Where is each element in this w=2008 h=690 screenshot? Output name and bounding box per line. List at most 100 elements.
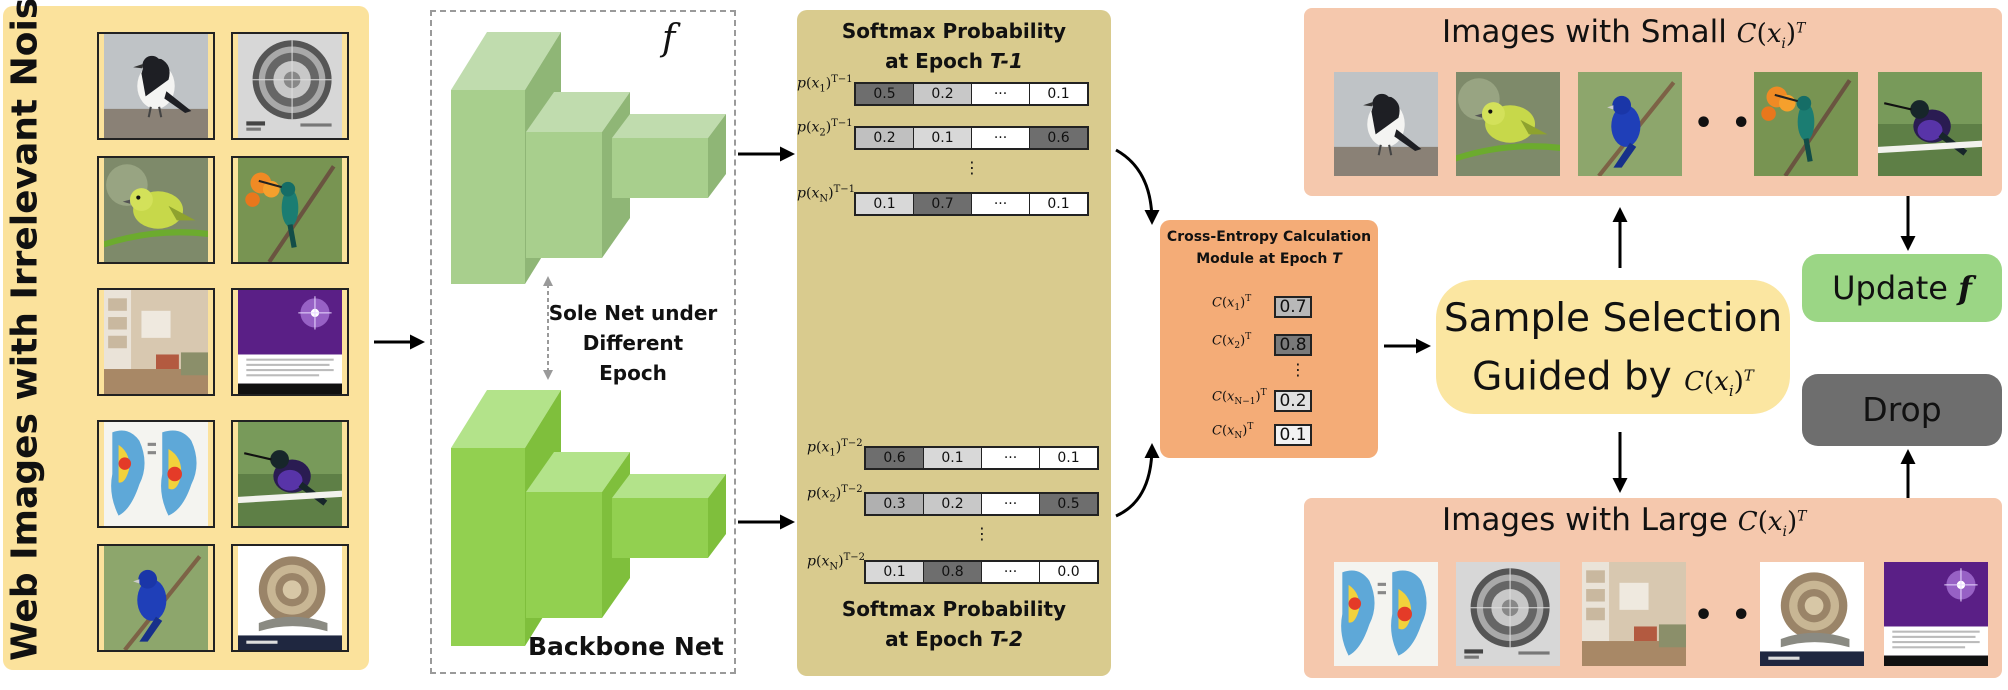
math-c: C [1737,507,1758,537]
softmax-bottom-epoch: T-2 [989,627,1023,651]
softmax-top-epoch-prefix: at Epoch [885,49,990,73]
cross-entropy-panel [1160,220,1378,458]
backbone-net-diagram [451,32,726,646]
backbone-net-label: Backbone Net [528,632,724,661]
small-loss-math: C(xi)T [1736,19,1806,53]
softmax-bottom-title: Softmax Probability at Epoch T-2 [797,594,1111,654]
prob-sub: 2 [829,493,836,505]
prob-cell: 0.2 [914,84,972,104]
small-thumb-4 [1750,72,1862,176]
prob-sub: 2 [819,127,826,139]
prob-cell: 0.1 [1040,448,1097,468]
softmax-top-title-line1: Softmax Probability [841,19,1067,43]
math-x: x [1766,19,1782,49]
sole-net-line2: Different Epoch [582,331,684,385]
ce-label: C(x2)T [1212,332,1252,351]
softmax-panel: Softmax Probability at Epoch T-1 p(x1)T−… [797,10,1111,676]
prob-label: p(xN)T−1 [797,184,855,205]
vertical-ellipsis: ⋮ [1290,360,1306,379]
prob-cell: 0.5 [1040,494,1097,514]
prob-cell: ··· [972,128,1030,148]
ce-c: C [1212,295,1222,311]
prob-label: p(x2)T−1 [797,118,853,139]
math-c: C [1684,366,1704,397]
prob-sub: 1 [829,447,836,459]
prob-cell: 0.8 [924,562,982,582]
prob-sup: T−1 [833,184,855,195]
web-images-title: Web Images with Irrelevant Noise [4,0,46,661]
softmax-top-epoch: T-1 [989,49,1023,73]
ce-x: x [1227,389,1235,405]
sample-selection-line2: Guided by C(xi)T [1436,347,1790,419]
vertical-ellipsis: ⋮ [974,524,990,543]
prob-x: x [811,119,820,136]
ce-label: C(xN)T [1212,422,1254,441]
prob-sup: T−1 [831,118,853,129]
ce-x: x [1227,333,1235,349]
ce-value: 0.8 [1274,334,1312,356]
small-thumb-3 [1574,72,1686,176]
ce-c: C [1212,423,1222,439]
arrow-softmax-bottom-to-ce [1115,443,1160,518]
network-epoch-t2 [451,390,726,646]
large-loss-title: Images with Large C(xi)T [1442,502,1807,540]
prob-cell: 0.1 [914,128,972,148]
prob-cell: 0.1 [1030,194,1087,214]
prob-cell: 0.7 [914,194,972,214]
small-loss-title-text: Images with Small [1442,14,1727,50]
ce-c: C [1212,389,1222,405]
large-thumb-2 [1452,562,1564,666]
small-loss-title: Images with Small C(xi)T [1442,14,1805,52]
math-x: x [1714,366,1729,397]
math-sup: T [1743,366,1754,384]
prob-label: p(x2)T−2 [807,484,863,505]
prob-cell: 0.6 [866,448,924,468]
prob-p: p [797,75,806,92]
prob-label: p(x1)T−2 [807,438,863,459]
prob-x: x [821,553,830,570]
softmax-bottom-title-line2: at Epoch T-2 [797,624,1111,654]
cross-entropy-epoch: T [1332,251,1342,267]
ce-label: C(x1)T [1212,294,1252,313]
small-thumb-2 [1452,72,1564,176]
prob-sup: T−2 [841,484,863,495]
prob-cell: 0.1 [924,448,982,468]
math-sub: i [1728,381,1734,400]
prob-cell: 0.1 [856,194,914,214]
ce-c: C [1212,333,1222,349]
prob-cell: ··· [972,194,1030,214]
thumbnail-carved-snail [231,544,349,652]
backbone-net-box [430,10,736,674]
prob-label: p(x1)T−1 [797,74,853,95]
thumbnail-heat-map [97,420,215,528]
prob-cell: ··· [972,84,1030,104]
drop-box: Drop [1802,374,2002,446]
ce-sub: 1 [1234,302,1241,313]
math-sup: T [1796,20,1806,37]
cross-entropy-title: Cross-Entropy Calculation Module at Epoc… [1160,226,1378,270]
sample-selection-guided-by: Guided by [1472,354,1672,400]
thumbnail-indigo-bunting [97,544,215,652]
softmax-bottom-title-line1: Softmax Probability [841,597,1067,621]
softmax-bottom-epoch-prefix: at Epoch [885,627,990,651]
large-loss-images-panel: Images with Large C(xi)T • • • [1304,498,2002,678]
network-epoch-t1 [451,32,726,284]
ce-sup: T [1245,332,1252,342]
softmax-top-title: Softmax Probability at Epoch T-1 [797,16,1111,76]
thumbnail-living-room [97,288,215,396]
math-sup: T [1797,508,1807,525]
sample-selection-line1: Sample Selection [1443,296,1783,341]
thumbnail-bird-black-white [97,32,215,140]
prob-sup: T−2 [843,552,865,563]
prob-cell: 0.6 [1030,128,1087,148]
prob-cell: ··· [982,562,1040,582]
prob-cell: 0.2 [856,128,914,148]
update-f-symbol: f [1958,269,1972,307]
ce-sub: 2 [1234,340,1241,351]
ce-value: 0.2 [1274,390,1312,412]
prob-cell: 0.3 [866,494,924,514]
